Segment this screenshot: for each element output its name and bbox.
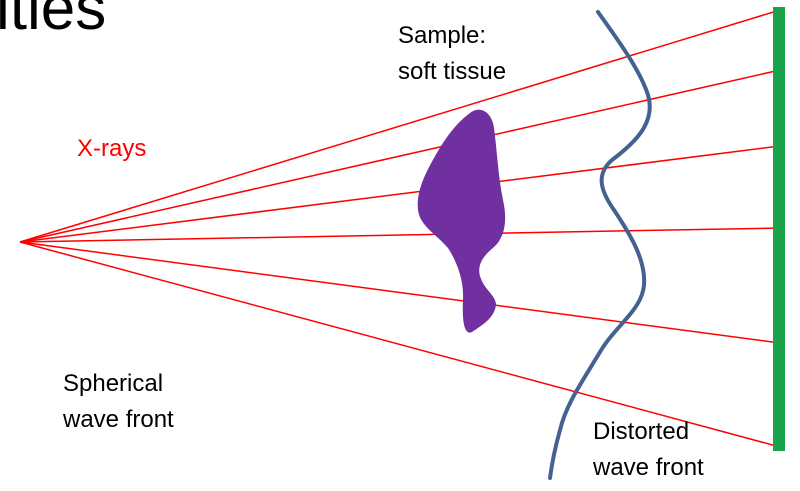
- distorted-wavefront-label: Distorted wave front: [593, 414, 704, 486]
- sample-label: Sample: soft tissue: [398, 18, 506, 90]
- x-ray-beam-5: [20, 242, 780, 343]
- distorted-label-line2: wave front: [593, 450, 704, 486]
- spherical-label-line2: wave front: [63, 402, 174, 438]
- sample-blob: [418, 110, 505, 333]
- sample-label-line2: soft tissue: [398, 54, 506, 90]
- sample-label-line1: Sample:: [398, 18, 506, 54]
- detector-bar: [773, 7, 785, 451]
- x-ray-beam-4: [20, 228, 780, 242]
- x-rays-label: X-rays: [77, 135, 146, 164]
- distorted-label-line1: Distorted: [593, 414, 704, 450]
- slide-title-fragment: ities: [0, 0, 106, 46]
- spherical-label-line1: Spherical: [63, 366, 174, 402]
- spherical-wavefront-label: Spherical wave front: [63, 366, 174, 438]
